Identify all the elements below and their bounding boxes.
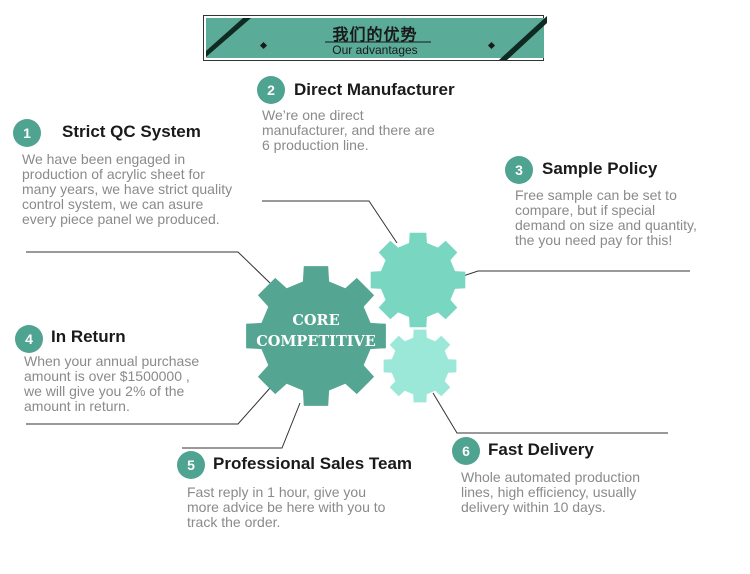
banner-stripe-right [499, 16, 547, 60]
desc-line: control system, we can asure [22, 196, 204, 212]
desc-line: When your annual purchase [24, 353, 200, 369]
desc-line: We’re one direct [262, 107, 364, 123]
core-label-line1: CORE [292, 312, 340, 329]
desc-line: Free sample can be set to [515, 187, 677, 203]
desc-line: 6 production line. [262, 137, 369, 153]
desc-line: amount is over $1500000 , [24, 368, 190, 384]
desc-line: manufacturer, and there are [262, 122, 435, 138]
item-title: Direct Manufacturer [294, 80, 455, 99]
number-badge: 5 [177, 451, 205, 479]
desc-line: amount in return. [24, 398, 130, 414]
number-badge: 6 [452, 437, 480, 465]
desc-line: the you need pay for this! [515, 232, 673, 248]
item-description: When your annual purchase amount is over… [24, 354, 199, 414]
item-description: Free sample can be set to compare, but i… [515, 188, 697, 248]
banner-fill [206, 18, 544, 58]
number-badge: 4 [15, 325, 43, 353]
item-title: Sample Policy [542, 159, 658, 178]
connector-line-4 [26, 387, 271, 425]
desc-line: Whole automated production [461, 469, 640, 485]
item-title: Fast Delivery [488, 440, 594, 459]
item-title: Professional Sales Team [213, 454, 413, 473]
connector-line-6 [432, 392, 668, 434]
banner-background [203, 15, 547, 61]
item-description: We’re one direct manufacturer, and there… [262, 108, 435, 153]
desc-line: every piece panel we produced. [22, 211, 220, 227]
connector-line-3 [462, 270, 690, 277]
banner-title-en: Our advantages [332, 43, 418, 57]
item-title: In Return [51, 327, 126, 346]
number-badge: 3 [505, 156, 533, 184]
desc-line: demand on size and quantity, [515, 217, 697, 233]
core-gear-icon [246, 266, 386, 406]
item-description: Whole automated production lines, high e… [461, 470, 640, 515]
item-description: We have been engaged in production of ac… [22, 152, 232, 227]
diamond-right-icon [487, 41, 496, 50]
desc-line: delivery within 10 days. [461, 499, 606, 515]
connector-line-5 [182, 402, 301, 449]
core-label-line2: COMPETITIVE [256, 333, 376, 350]
connector-line-1 [26, 251, 271, 284]
item-title: Strict QC System [62, 122, 201, 141]
desc-line: Fast reply in 1 hour, give you [187, 484, 366, 500]
number-badge: 1 [13, 119, 41, 147]
diamond-left-icon [259, 41, 268, 50]
connector-line-2 [262, 200, 398, 244]
advantages-banner: 我们的优势 Our advantages [203, 15, 547, 61]
desc-line: compare, but if special [515, 202, 656, 218]
lower-gear-icon [383, 329, 457, 403]
desc-line: we will give you 2% of the [24, 383, 185, 399]
desc-line: production of acrylic sheet for [22, 166, 205, 182]
banner-title-cn: 我们的优势 [332, 25, 418, 44]
desc-line: more advice be here with you to [187, 499, 386, 515]
desc-line: lines, high efficiency, usually [461, 484, 637, 500]
desc-line: many years, we have strict quality [22, 181, 233, 197]
upper-gear-icon [370, 232, 466, 328]
item-description: Fast reply in 1 hour, give you more advi… [187, 485, 385, 530]
core-competitive-label: CORE COMPETITIVE [246, 310, 386, 352]
banner-stripe-left [206, 18, 251, 57]
number-badge: 2 [257, 76, 285, 104]
desc-line: track the order. [187, 514, 281, 530]
desc-line: We have been engaged in [22, 151, 186, 167]
